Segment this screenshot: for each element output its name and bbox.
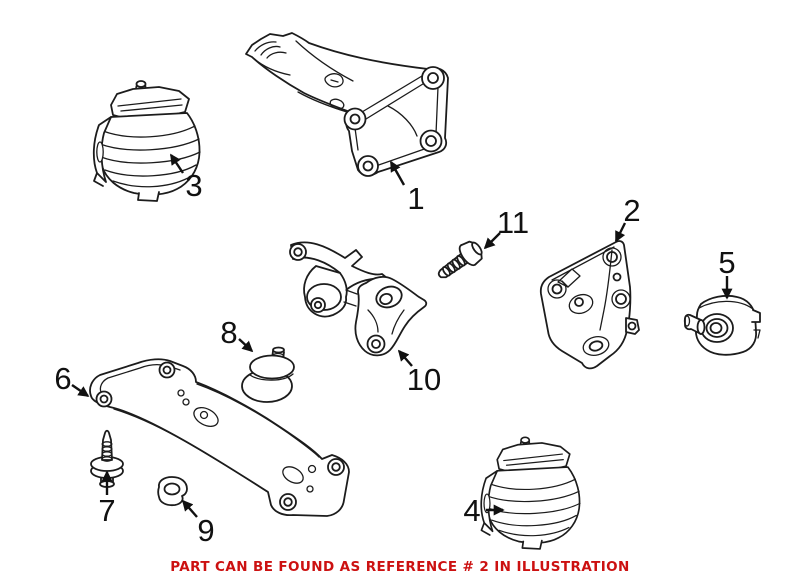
callout-3: 3	[170, 153, 203, 203]
callout-10: 10	[397, 349, 441, 397]
part-9-grommet	[157, 476, 188, 507]
callout-1-label: 1	[407, 181, 424, 216]
callout-2-arrow	[614, 222, 627, 243]
callout-6: 6	[54, 361, 90, 397]
part-4-engine-mount	[480, 436, 581, 550]
callout-5-label: 5	[718, 245, 735, 280]
callout-9-arrow	[181, 499, 198, 518]
callout-4: 4	[463, 493, 505, 528]
callout-8-arrow	[238, 338, 254, 353]
part-5-transmission-mount	[683, 294, 761, 356]
callout-6-label: 6	[54, 361, 71, 396]
callout-1: 1	[389, 160, 425, 216]
callout-2: 2	[614, 193, 641, 243]
part-8-rubber-mount	[241, 346, 295, 403]
part-11-bolt	[437, 240, 483, 279]
callout-9: 9	[181, 499, 215, 548]
reference-note: PART CAN BE FOUND AS REFERENCE # 2 IN IL…	[170, 559, 629, 575]
callout-9-label: 9	[197, 513, 214, 548]
callout-3-label: 3	[185, 168, 202, 203]
callout-11-arrow	[483, 232, 501, 250]
callout-6-arrow	[71, 384, 90, 397]
callout-5: 5	[718, 245, 736, 300]
callout-2-label: 2	[623, 193, 640, 228]
callout-1-arrow	[389, 160, 406, 186]
part-6-crossmember	[89, 358, 350, 517]
part-1-engine-support-bracket	[245, 32, 449, 177]
callout-7-label: 7	[98, 493, 115, 528]
callout-7: 7	[98, 470, 116, 528]
part-10-transmission-bracket	[289, 241, 428, 357]
callout-3-arrow	[170, 153, 184, 174]
callout-10-arrow	[397, 349, 413, 367]
part-3-engine-mount	[92, 80, 201, 202]
callout-11-label: 11	[497, 205, 529, 240]
callout-11: 11	[483, 205, 529, 250]
callout-8-label: 8	[220, 315, 237, 350]
part-2-mount-bracket-plate	[539, 240, 640, 370]
callout-4-label: 4	[463, 493, 480, 528]
callout-10-label: 10	[407, 362, 441, 397]
callout-8: 8	[220, 315, 254, 353]
